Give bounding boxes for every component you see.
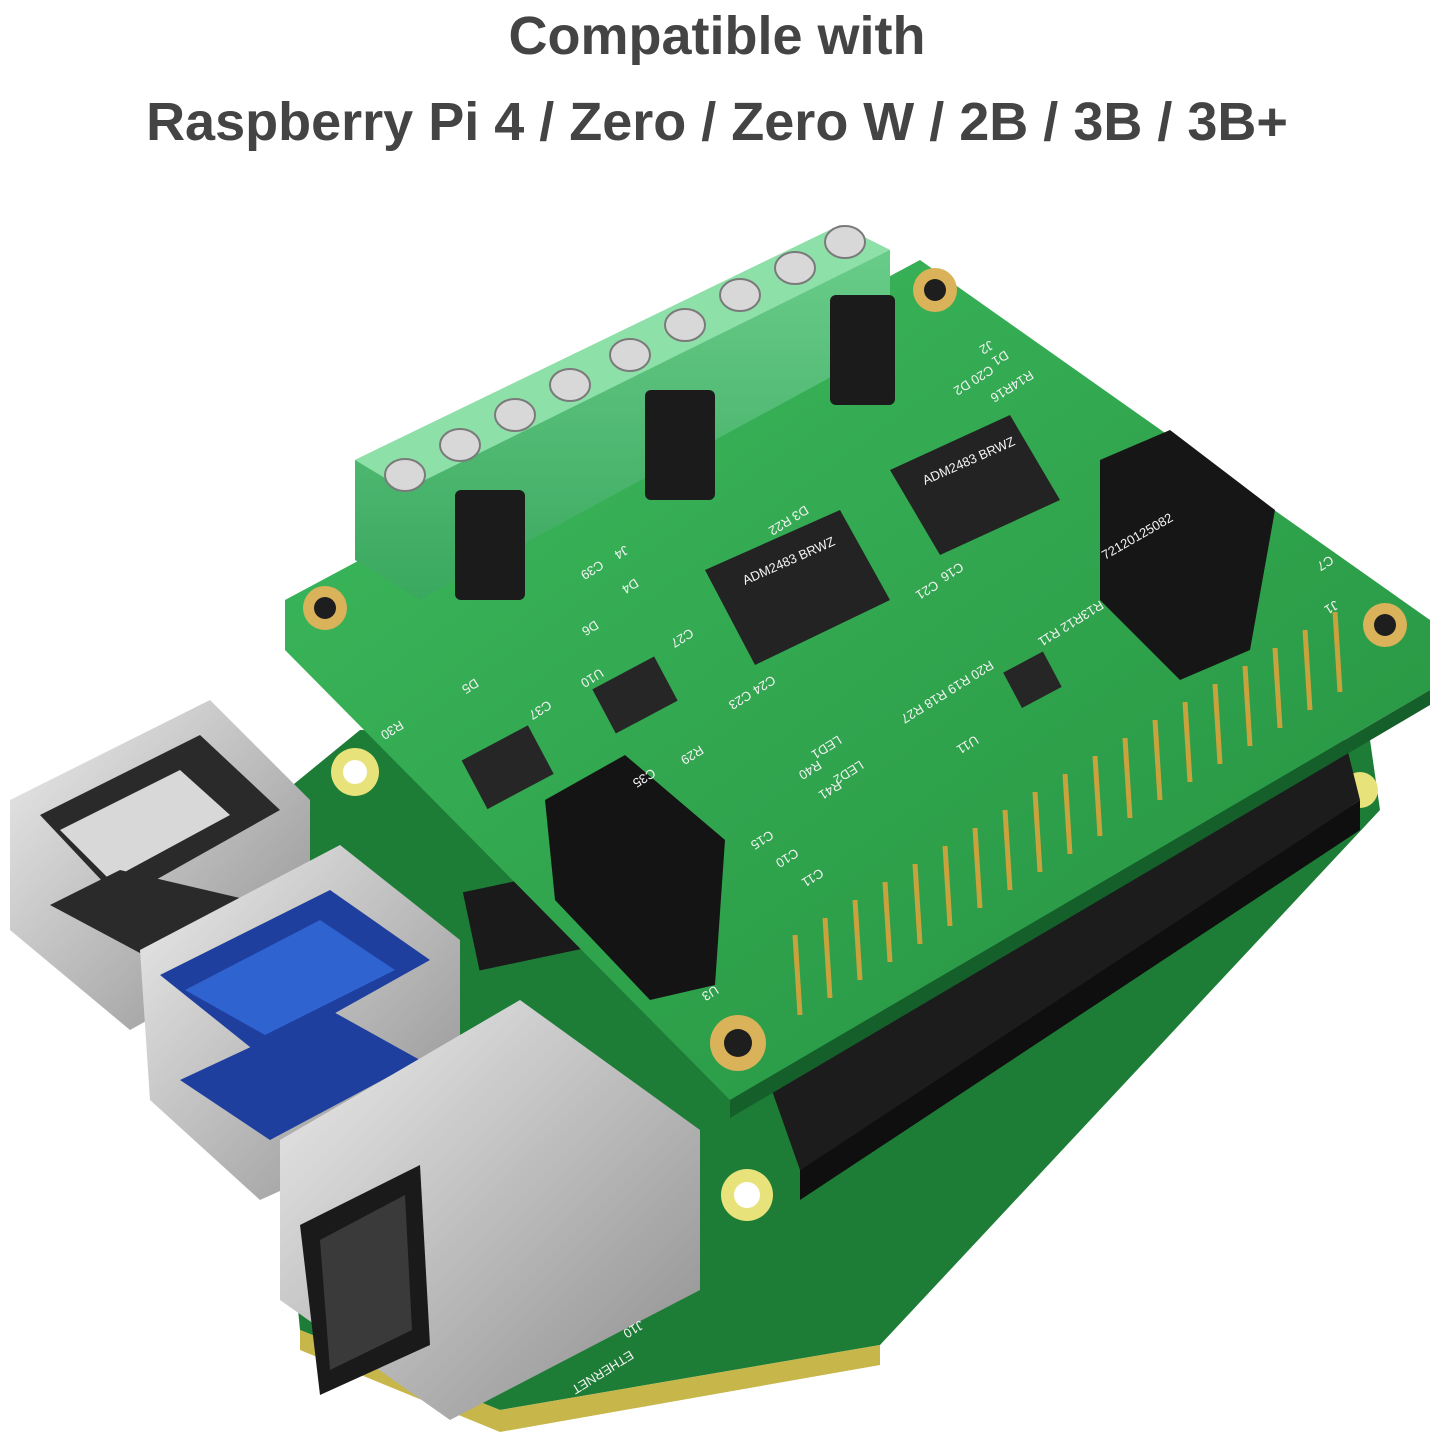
jumpers	[455, 295, 895, 600]
label-j2: J2	[977, 337, 997, 357]
label-d6: D6	[579, 617, 601, 639]
label-c7: C7	[1314, 552, 1336, 574]
ethernet-jack	[280, 1000, 700, 1420]
small-ics	[461, 651, 1062, 810]
product-photo: ADM2483 BRWZ ADM2483 BRWZ 72120125082	[10, 225, 1430, 1432]
label-j1: J1	[1322, 597, 1342, 617]
stacking-header	[770, 740, 1360, 1200]
label-j4: J4	[612, 542, 632, 562]
headline-line-2: Raspberry Pi 4 / Zero / Zero W / 2B / 3B…	[146, 92, 1288, 152]
label-u3: U3	[699, 982, 721, 1004]
label-d1: D1	[989, 347, 1011, 369]
label-d4: D4	[619, 575, 641, 597]
label-d5: D5	[459, 675, 481, 697]
rj45-module-left	[545, 755, 725, 1000]
headline-line-1: Compatible with	[508, 6, 926, 66]
gpio-pins	[792, 611, 1343, 1016]
isolation-transformer: 72120125082	[1099, 430, 1275, 680]
